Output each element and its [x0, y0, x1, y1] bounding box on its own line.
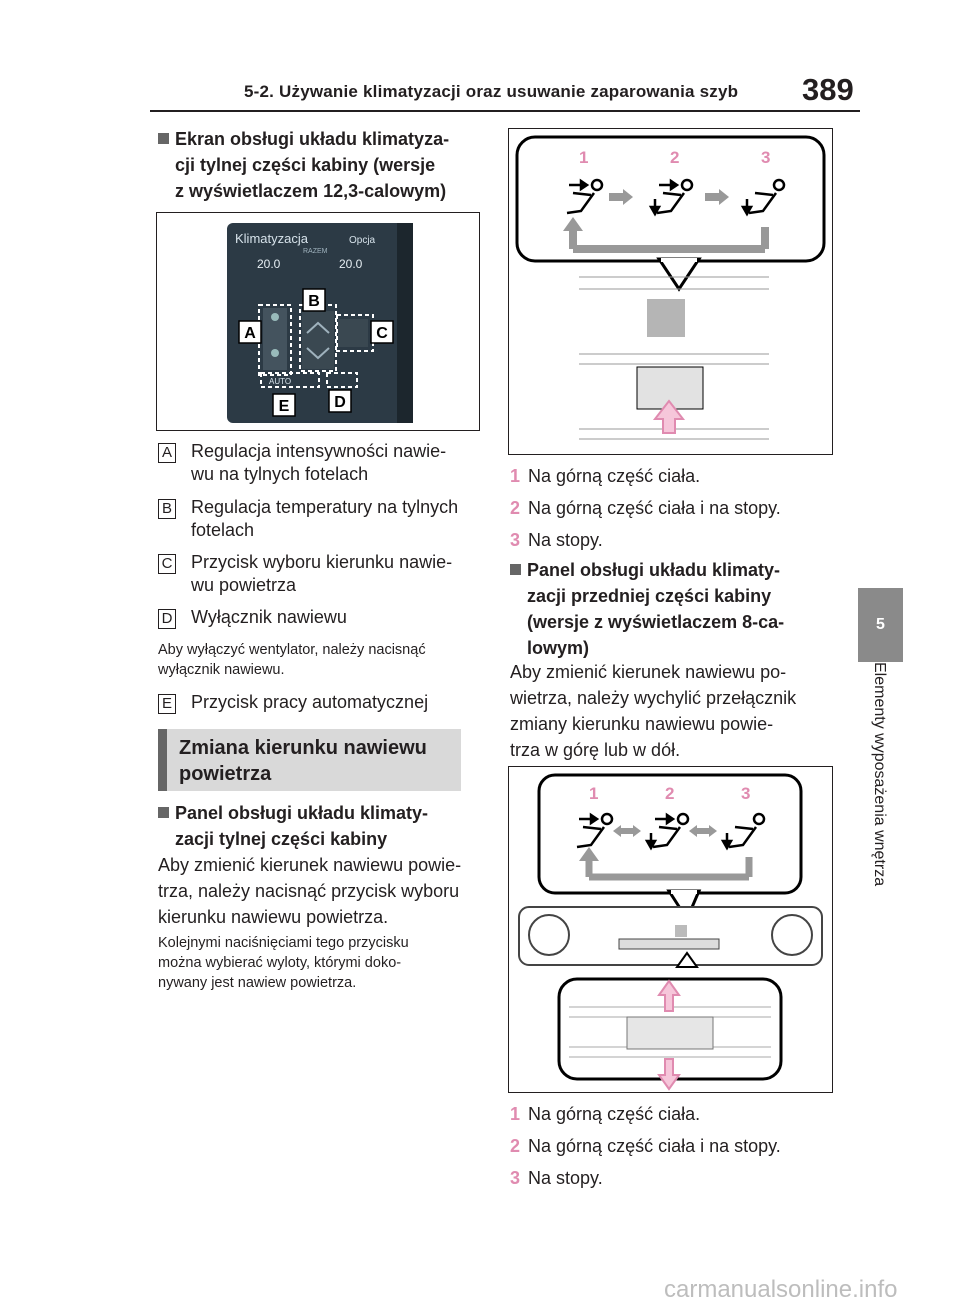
svg-text:AUTO: AUTO — [269, 377, 291, 386]
svg-text:3: 3 — [761, 148, 770, 167]
item-e: E Przycisk pracy automatycznej — [158, 691, 488, 714]
svg-text:RAZEM: RAZEM — [303, 248, 328, 255]
svg-text:2: 2 — [665, 784, 674, 803]
vent-mode-illustration-rear: 1 2 3 — [515, 135, 826, 440]
rear-climate-screen-figure: Klimatyzacja Opcja 20.0 20.0 RAZEM AUTO … — [156, 212, 480, 431]
rear-vent-mode-figure: 1 2 3 — [508, 128, 833, 455]
item-a: A Regulacja intensywności nawie-wu na ty… — [158, 440, 488, 486]
svg-text:20.0: 20.0 — [339, 257, 363, 271]
bullet-square-icon — [158, 133, 169, 144]
seat-figure-icon — [566, 178, 786, 215]
callout-a: A — [244, 325, 256, 342]
vent-mode-illustration-front: 1 2 3 — [518, 773, 823, 1091]
bullet-square-icon — [158, 807, 169, 818]
note-d: Aby wyłączyć wentylator, należy nacisnąć… — [158, 642, 426, 678]
front-vent-mode-figure: 1 2 3 — [508, 766, 833, 1093]
callout-c: C — [376, 325, 388, 342]
next-arrow-icon — [609, 189, 729, 205]
svg-text:2: 2 — [670, 148, 679, 167]
heading-rear-display: Ekran obsługi układu klimatyza- cji tyln… — [158, 126, 478, 204]
svg-text:20.0: 20.0 — [257, 257, 281, 271]
bullet-square-icon — [510, 564, 521, 575]
item-d: D Wyłącznik nawiewu — [158, 606, 488, 629]
bidirectional-arrow-icon — [613, 825, 717, 837]
callout-e: E — [279, 398, 290, 415]
svg-text:1: 1 — [579, 148, 588, 167]
svg-text:Opcja: Opcja — [349, 235, 376, 246]
svg-text:1: 1 — [589, 784, 598, 803]
running-header: 5-2. Używanie klimatyzacji oraz usuwanie… — [244, 82, 739, 101]
paragraph-front-panel: Aby zmienić kierunek nawiewu po-wietrza,… — [510, 662, 797, 760]
screen-illustration: Klimatyzacja Opcja 20.0 20.0 RAZEM AUTO … — [227, 223, 413, 423]
paragraph-rear-panel: Aby zmienić kierunek nawiewu powie-trza,… — [158, 855, 462, 927]
callout-d: D — [334, 394, 346, 411]
seat-figure-icon — [576, 812, 766, 849]
page-number: 389 — [802, 72, 854, 107]
watermark: carmanualsonline.info — [664, 1276, 898, 1303]
heading-rear-panel: Panel obsługi układu klimaty- zacji tyln… — [158, 800, 478, 852]
airflow-arrow-icon — [569, 178, 754, 217]
chapter-tab: 5 — [858, 588, 903, 662]
heading-front-panel: Panel obsługi układu klimaty- zacji prze… — [510, 557, 840, 661]
item-c: C Przycisk wyboru kierunku nawie-wu powi… — [158, 551, 488, 597]
chapter-title-vertical: Elementy wyposażenia wnętrza — [871, 662, 888, 887]
airflow-arrow-icon — [579, 812, 734, 851]
screen-title: Klimatyzacja — [235, 231, 309, 246]
svg-text:3: 3 — [741, 784, 750, 803]
callout-b: B — [308, 293, 320, 310]
header-rule — [150, 110, 860, 112]
